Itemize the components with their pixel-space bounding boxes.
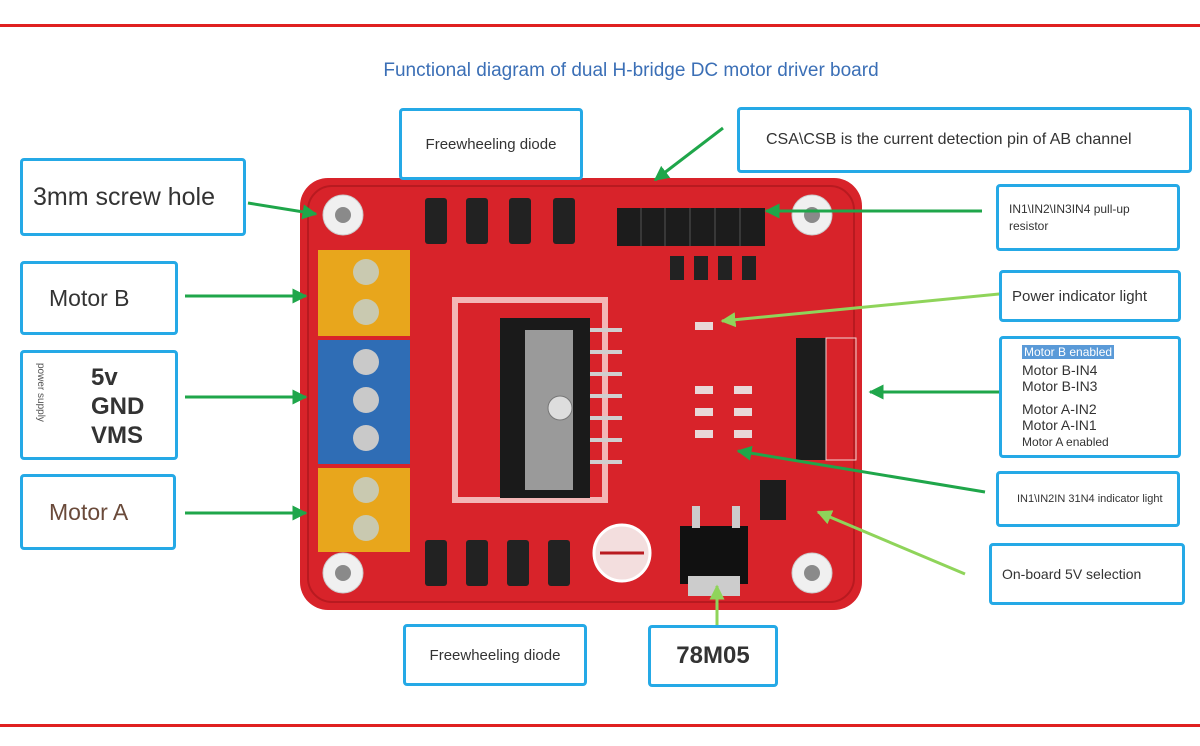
terminal-power [318, 340, 410, 464]
pin-motor-a-in2: Motor A-IN2 [1022, 401, 1178, 417]
label-onboard-5v-text: On-board 5V selection [1002, 566, 1141, 582]
label-pullup-text: IN1\IN2\IN3IN4 pull-up resistor [1009, 201, 1167, 235]
label-motor-b: Motor B [20, 261, 178, 335]
label-power-indicator-text: Power indicator light [1012, 288, 1147, 305]
terminal-motor-a [318, 468, 410, 552]
pin-motor-b-enabled: Motor B enabled [1022, 345, 1114, 359]
label-motor-a-text: Motor A [49, 499, 128, 526]
label-screw-hole-text: 3mm screw hole [33, 183, 215, 212]
pin-motor-b-in4: Motor B-IN4 [1022, 362, 1178, 378]
label-onboard-5v: On-board 5V selection [989, 543, 1185, 605]
label-in-indicator-text: IN1\IN2IN 31N4 indicator light [1017, 493, 1163, 505]
label-pullup: IN1\IN2\IN3IN4 pull-up resistor [996, 184, 1180, 251]
terminal-motor-b [318, 250, 410, 336]
label-header-pins: Motor B enabled Motor B-IN4 Motor B-IN3 … [999, 336, 1181, 458]
label-diode-top-text: Freewheeling diode [426, 136, 557, 153]
label-screw-hole: 3mm screw hole [20, 158, 246, 236]
capacitor [594, 525, 650, 581]
pin-motor-a-in1: Motor A-IN1 [1022, 417, 1178, 433]
label-power-supply-text: power supply [35, 363, 46, 422]
pwr-gnd-text: GND [91, 392, 144, 421]
label-power-indicator: Power indicator light [999, 270, 1181, 322]
label-motor-a: Motor A [20, 474, 176, 550]
label-regulator: 78M05 [648, 625, 778, 687]
pin-motor-b-in3: Motor B-IN3 [1022, 378, 1178, 394]
label-csa-csb-text: CSA\CSB is the current detection pin of … [766, 131, 1132, 149]
label-diode-bottom: Freewheeling diode [403, 624, 587, 686]
label-regulator-text: 78M05 [676, 642, 749, 670]
label-motor-b-text: Motor B [49, 285, 130, 312]
label-power-supply: power supply 5v GND VMS [20, 350, 178, 460]
label-diode-bottom-text: Freewheeling diode [430, 647, 561, 664]
label-diode-top: Freewheeling diode [399, 108, 583, 180]
pwr-vms-text: VMS [91, 421, 144, 450]
label-csa-csb: CSA\CSB is the current detection pin of … [737, 107, 1192, 173]
pin-motor-a-enabled: Motor A enabled [1022, 435, 1178, 449]
label-in-indicator: IN1\IN2IN 31N4 indicator light [996, 471, 1180, 527]
pwr-5v-text: 5v [91, 363, 144, 392]
top-header [617, 208, 765, 246]
